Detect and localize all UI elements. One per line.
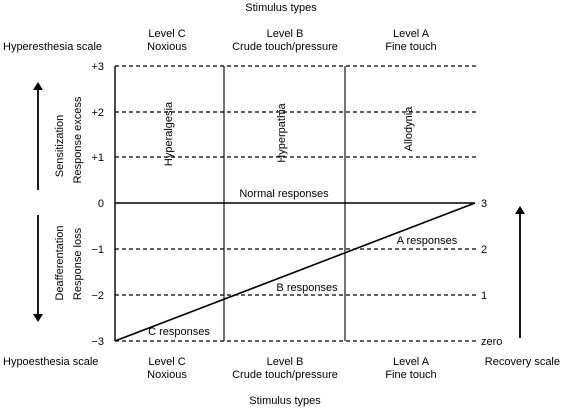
- recovery-diagonal-line: [114, 202, 476, 342]
- right-tick-1: 1: [481, 290, 487, 302]
- left-tick-plus-3: +3: [91, 61, 104, 73]
- hyperesthesia-scale-label: Hyperesthesia scale: [3, 41, 102, 53]
- right-tick-2: 2: [481, 244, 487, 256]
- hyperpathia-label: Hyperpathia: [276, 102, 288, 162]
- c-responses-label: C responses: [148, 326, 210, 338]
- deafferentation-label: Deafferentation: [54, 225, 66, 300]
- right-tick-3: 3: [481, 198, 487, 210]
- top-level-a-type: Fine touch: [385, 41, 436, 53]
- b-responses-label: B responses: [276, 282, 338, 294]
- top-level-b-name: Level B: [267, 28, 304, 40]
- bottom-level-b-type: Crude touch/pressure: [232, 369, 338, 381]
- top-level-c-type: Noxious: [147, 41, 187, 53]
- stimulus-types-header: Stimulus types: [245, 2, 317, 14]
- stimulus-types-footer: Stimulus types: [249, 395, 321, 407]
- left-tick-minus-2: −2: [91, 290, 104, 302]
- normal-responses-label: Normal responses: [239, 188, 329, 200]
- top-level-a-name: Level A: [393, 28, 430, 40]
- allodynia-label: Allodynia: [403, 106, 415, 152]
- top-level-c-name: Level C: [148, 28, 185, 40]
- recovery-scale-label: Recovery scale: [485, 356, 560, 368]
- top-level-b-type: Crude touch/pressure: [232, 41, 338, 53]
- bottom-level-b-name: Level B: [267, 356, 304, 368]
- left-tick-plus-1: +1: [91, 152, 104, 164]
- bottom-level-a-name: Level A: [393, 356, 430, 368]
- hypoesthesia-scale-label: Hypoesthesia scale: [3, 356, 98, 368]
- left-tick-minus-1: −1: [91, 244, 104, 256]
- right-tick-zero: zero: [481, 336, 502, 348]
- left-tick-plus-2: +2: [91, 107, 104, 119]
- bottom-level-c-type: Noxious: [147, 369, 187, 381]
- bottom-level-a-type: Fine touch: [385, 369, 436, 381]
- hyperalgesia-label: Hyperalgesia: [163, 101, 175, 166]
- a-responses-label: A responses: [397, 235, 458, 247]
- response-excess-label: Response excess: [72, 96, 84, 183]
- left-tick-zero: 0: [98, 198, 104, 210]
- bottom-level-c-name: Level C: [148, 356, 185, 368]
- response-loss-label: Response loss: [72, 227, 84, 300]
- sensitization-label: Sensitization: [54, 115, 66, 177]
- left-tick-minus-3: −3: [91, 336, 104, 348]
